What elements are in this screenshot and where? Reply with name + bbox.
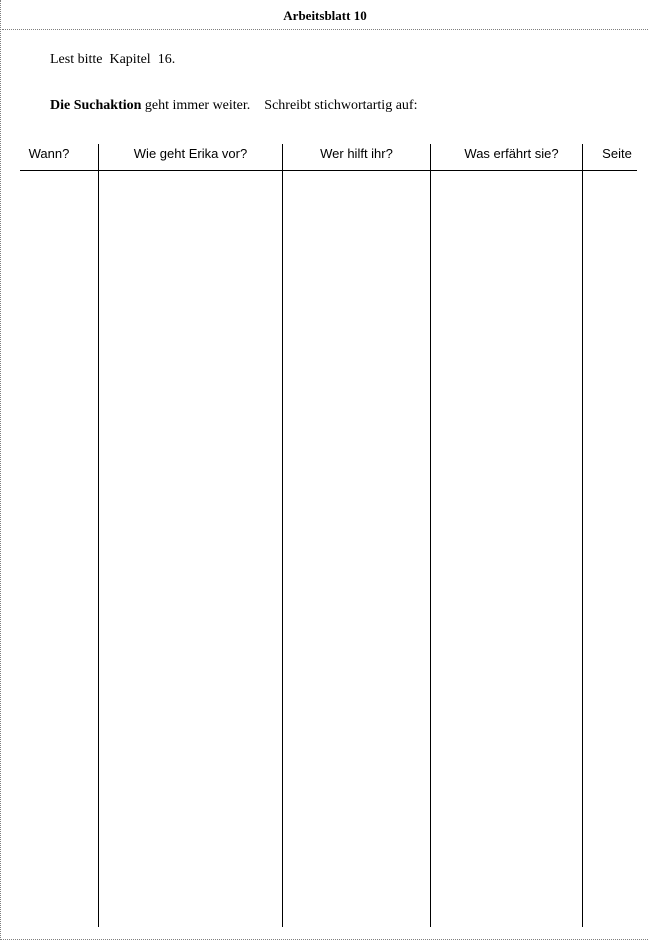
column-divider	[430, 144, 431, 927]
column-divider	[98, 144, 99, 927]
column-header-when: Wann?	[28, 146, 70, 161]
column-header-findings: Was erfährt sie?	[464, 146, 559, 161]
column-header-how: Wie geht Erika vor?	[133, 146, 248, 161]
column-header-helper: Wer hilft ihr?	[320, 146, 393, 161]
instruction-task: Die Suchaktion geht immer weiter. Schrei…	[50, 98, 417, 114]
task-topic: Die Suchaktion	[50, 98, 142, 113]
instruction-read-chapter: Lest bitte Kapitel 16.	[50, 52, 176, 67]
worksheet-title: Arbeitsblatt 10	[2, 0, 648, 30]
task-text: geht immer weiter. Schreibt stichwortart…	[141, 98, 418, 113]
column-header-page: Seite	[602, 146, 632, 161]
table-header-rule	[20, 170, 637, 171]
column-divider	[582, 144, 583, 927]
column-divider	[282, 144, 283, 927]
